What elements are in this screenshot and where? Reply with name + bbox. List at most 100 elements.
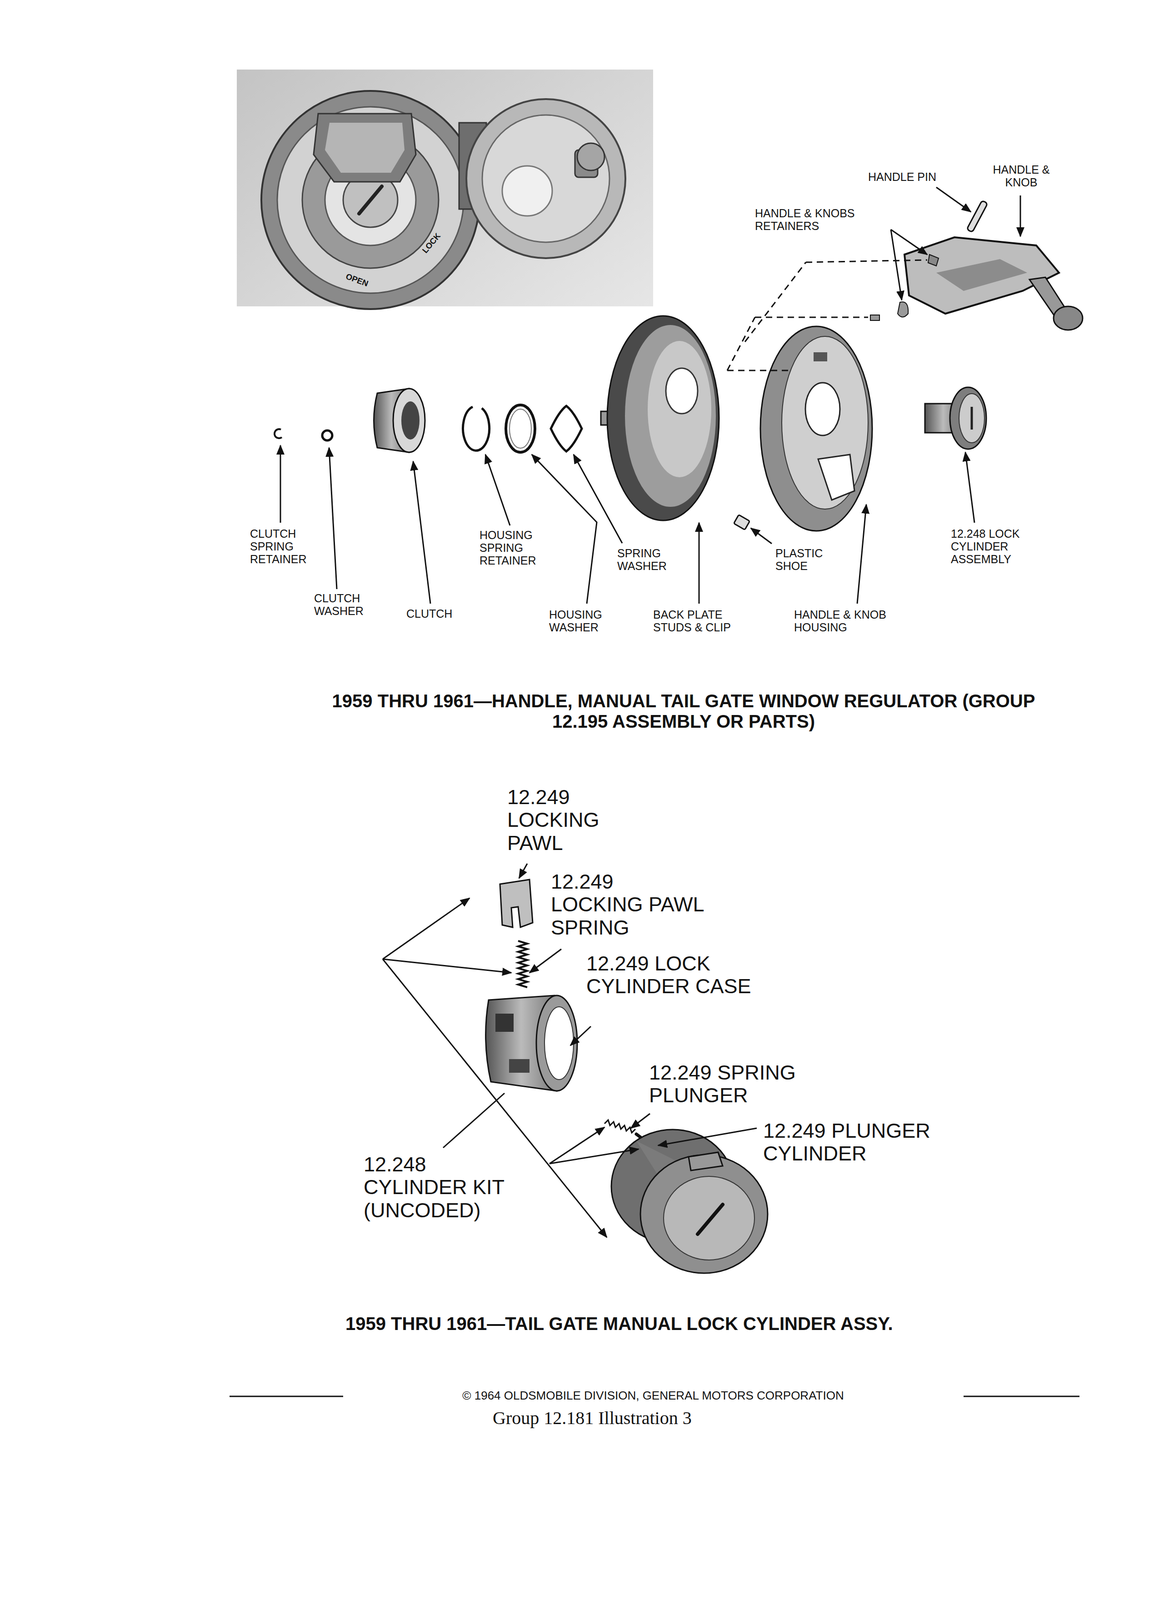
copyright-note: © 1964 OLDSMOBILE DIVISION, GENERAL MOTO… [357, 1388, 949, 1403]
handle-pin [966, 200, 988, 233]
callout-label: 12.248 LOCK CYLINDER ASSEMBLY [950, 527, 1060, 566]
handle-and-knob [1053, 306, 1083, 330]
back-plate [647, 340, 712, 478]
footer-rule [963, 1395, 1080, 1398]
back-plate [600, 315, 720, 521]
plastic-shoe [733, 514, 750, 530]
plunger-cylinder-face [697, 1204, 723, 1234]
photo-inset [324, 122, 405, 173]
upper-leaders [936, 187, 971, 212]
figure-heading: 1959 THRU 1961—HANDLE, MANUAL TAIL GATE … [329, 690, 1039, 732]
plunger-cylinder-face [688, 1152, 723, 1171]
upper-leaders [698, 522, 700, 604]
dashed-guides [754, 316, 869, 319]
upper-leaders [573, 454, 623, 544]
plunger-cylinder-face [640, 1154, 768, 1274]
upper-leaders [857, 504, 867, 604]
callout-label: 12.249 LOCK CYLINDER CASE [586, 952, 769, 999]
lower-leaders [570, 1026, 591, 1046]
lock-cylinder-case [495, 1013, 514, 1032]
handle-knob-housing [781, 336, 869, 510]
part-label: CLUTCH [406, 607, 475, 620]
photo-inset [577, 143, 605, 171]
photo-inset [277, 106, 464, 294]
callout-label: 12.249 SPRING PLUNGER [649, 1061, 845, 1108]
upper-leaders [485, 454, 510, 526]
upper-leaders [750, 528, 772, 544]
part-label: PLASTIC SHOE [775, 546, 840, 573]
retainers [897, 301, 909, 317]
part-label: HOUSING SPRING RETAINER [479, 528, 557, 567]
spring-washer [550, 405, 582, 452]
part-label: CLUTCH SPRING RETAINER [249, 527, 332, 566]
figure-heading: 1959 THRU 1961—TAIL GATE MANUAL LOCK CYL… [345, 1313, 894, 1334]
dashed-guides [727, 317, 755, 371]
clutch [393, 388, 425, 453]
handle-knob-housing [818, 454, 855, 500]
photo-inset [359, 186, 382, 214]
locking-pawl [499, 879, 533, 928]
handle-and-knob [904, 237, 1083, 330]
lower-leaders [549, 1127, 605, 1164]
dashed-guides [727, 259, 928, 371]
photo-text: LOCK [420, 231, 443, 255]
upper-leaders [965, 452, 975, 523]
lower-leaders [630, 1113, 650, 1129]
photo-inset [313, 113, 416, 182]
lock-cylinder-assembly [959, 393, 985, 443]
plunger-cylinder-face [611, 1129, 768, 1274]
retainers [928, 254, 939, 266]
dashed-guides [805, 259, 928, 263]
callout-label: 12.248 CYLINDER KIT (UNCODED) [363, 1153, 532, 1222]
dashed-guides [744, 262, 806, 342]
upper-leaders [329, 447, 337, 590]
handle-pin [966, 200, 988, 233]
housing-washer [505, 404, 535, 453]
upper-leaders [1019, 195, 1022, 237]
photo-inset [261, 90, 480, 310]
upper-leaders [413, 461, 431, 604]
callout-label: 12.249 PLUNGER CYLINDER [763, 1119, 986, 1166]
handle-knob-housing [760, 326, 873, 531]
plunger-cylinder-face [663, 1176, 755, 1260]
handle-knob-housing [813, 352, 828, 362]
spring-washer [550, 405, 582, 452]
part-label: HANDLE & KNOBS RETAINERS [754, 206, 887, 233]
back-plate [607, 315, 720, 521]
upper-leaders [531, 454, 597, 604]
locking-pawl-spring [518, 940, 528, 988]
clutch-washer [322, 430, 333, 441]
lock-cylinder-case [536, 995, 578, 1091]
handle-and-knob [904, 237, 1060, 314]
handle-knob-housing [760, 326, 873, 531]
lower-leaders [529, 949, 562, 973]
callout-label: 12.249 LOCKING PAWL SPRING [550, 870, 706, 940]
back-plate [624, 324, 716, 507]
lock-cylinder-case [485, 995, 578, 1091]
photo-text: OPEN [344, 271, 370, 289]
upper-leaders [279, 445, 282, 523]
spring-plunger [604, 1119, 636, 1133]
upper-leaders [890, 229, 902, 300]
handle-knob-housing [805, 382, 840, 436]
lower-leaders [519, 863, 528, 879]
clutch-spring-retainer [274, 429, 282, 439]
clutch [374, 388, 426, 453]
part-label: HANDLE & KNOB [991, 163, 1051, 189]
dashed-guides [727, 369, 791, 372]
upper-leaders [890, 229, 928, 255]
housing-spring-retainer [463, 406, 490, 451]
lower-leaders [549, 1149, 639, 1164]
lower-leaders [443, 1093, 505, 1148]
lock-cylinder-assembly [949, 387, 987, 450]
part-label: HOUSING WASHER [549, 608, 622, 634]
lock-cylinder-assembly [924, 387, 987, 450]
plastic-shoe [733, 514, 750, 530]
part-label: HANDLE PIN [868, 170, 937, 184]
upper-leaders [280, 187, 1021, 604]
clutch-spring-retainer [274, 429, 282, 439]
part-label: SPRING WASHER [617, 546, 686, 573]
housing-washer [509, 409, 532, 449]
locking-pawl [499, 879, 533, 928]
